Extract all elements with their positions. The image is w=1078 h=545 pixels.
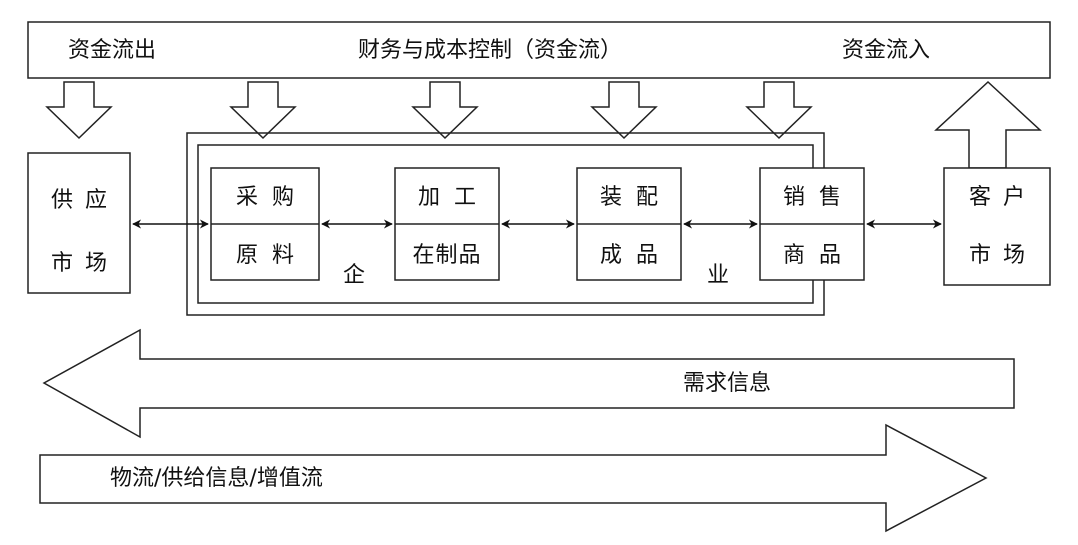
stage-procurement-bottom: 原料 — [235, 243, 308, 268]
enterprise-char-1: 企 — [343, 263, 366, 288]
funding-down-arrow-sales — [745, 81, 813, 140]
stage-processing-bottom: 在制品 — [412, 243, 482, 268]
stage-assembly-top: 装配 — [599, 185, 672, 210]
stage-assembly-bottom: 成品 — [599, 243, 672, 268]
demand-information-arrow — [42, 328, 1015, 439]
customer-market-line1: 客户 — [968, 185, 1037, 210]
inflow-label: 资金流入 — [842, 38, 931, 63]
inflow-up-arrow — [934, 80, 1042, 169]
stage-sales-top: 销售 — [782, 185, 855, 210]
supply-market-line1: 供应 — [50, 188, 119, 213]
funding-down-arrow-assembly — [590, 81, 658, 140]
stage-procurement-top: 采购 — [235, 185, 308, 210]
enterprise-char-2: 业 — [707, 263, 730, 288]
supply-market-box — [27, 152, 131, 294]
supply-flow-label: 物流/供给信息/增值流 — [110, 466, 323, 491]
supply-flow-arrow — [39, 423, 988, 533]
customer-market-line2: 市场 — [968, 243, 1037, 268]
outflow-down-arrow — [45, 81, 113, 140]
stage-sales-bottom: 商品 — [782, 243, 855, 268]
finance-control-label: 财务与成本控制（资金流） — [358, 38, 623, 63]
stage-processing-top: 加工 — [417, 185, 490, 210]
demand-information-label: 需求信息 — [683, 371, 772, 396]
finance-bar — [27, 21, 1051, 79]
customer-market-box — [943, 167, 1051, 286]
funding-down-arrow-processing — [411, 81, 479, 140]
supply-market-line2: 市场 — [50, 251, 119, 276]
outflow-label: 资金流出 — [68, 38, 157, 63]
funding-down-arrow-procurement — [229, 81, 297, 140]
